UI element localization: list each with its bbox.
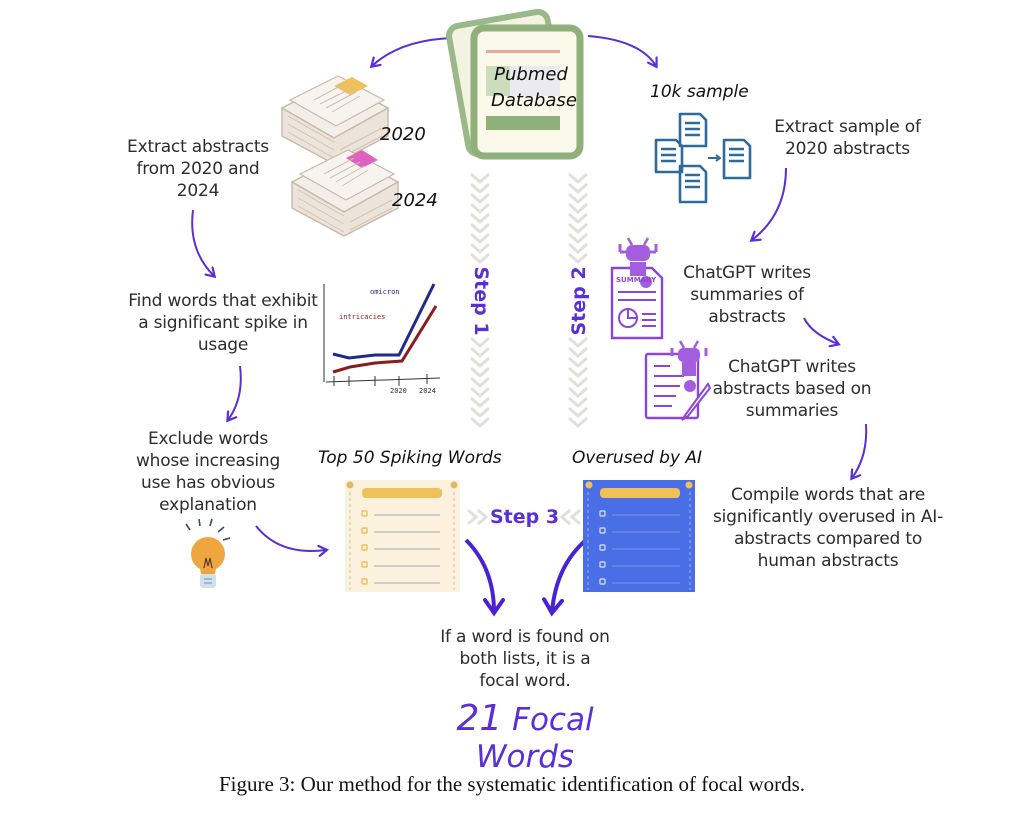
arrow-db-to-left	[372, 37, 453, 66]
arrow-left-list-to-result	[464, 538, 505, 617]
focal-words-label: Focal Words	[475, 702, 594, 775]
overused-list-title: Overused by AI	[572, 448, 703, 468]
paper-stack-2020-icon	[280, 75, 390, 165]
step3-label: Step 3	[490, 506, 560, 528]
chart-tick-label-2024: 2024	[419, 387, 436, 395]
arrow-summaries-to-rewrite	[803, 317, 838, 344]
arrow-extract-to-find	[191, 209, 214, 276]
database-label-line2: Database	[491, 90, 577, 111]
extract-abstracts-text: Extract abstracts from 2020 and 2024	[127, 137, 269, 201]
overused-ai-list-card	[583, 480, 695, 592]
chart-label-omicron: omicron	[370, 288, 400, 296]
figure-caption: Figure 3: Our method for the systematic …	[218, 772, 806, 796]
focal-words-result: 21 Focal Words	[410, 698, 640, 775]
writing-robot-icon	[644, 340, 712, 421]
database-label: Pubmed Database	[491, 62, 577, 114]
year-2020-label: 2020	[380, 124, 426, 145]
step2-label: Step 2	[568, 266, 590, 336]
exclude-words-text: Exclude words whose increasing use has o…	[135, 429, 281, 515]
arrow-compile-to-list	[542, 538, 588, 617]
arrow-db-to-right	[587, 35, 656, 66]
arrow-exclude-to-list	[255, 525, 326, 551]
year-2024-label: 2024	[392, 190, 438, 211]
top50-list-title: Top 50 Spiking Words	[318, 448, 502, 468]
step3-chevrons	[467, 508, 581, 526]
mini-line-chart	[323, 283, 441, 386]
lightbulb-icon	[185, 518, 231, 588]
chart-line-intricacies	[332, 305, 438, 374]
chatgpt-rewrite-text: ChatGPT writes abstracts based on summar…	[712, 357, 872, 421]
compile-words-text: Compile words that are significantly ove…	[712, 485, 944, 571]
arrow-rewrite-to-compile	[852, 423, 868, 478]
extract-sample-text: Extract sample of 2020 abstracts	[774, 117, 921, 159]
chart-tick-label-2020: 2020	[390, 387, 407, 395]
top50-list-card	[345, 480, 460, 592]
focal-word-count: 21	[456, 698, 503, 739]
summary-robot-icon	[610, 237, 664, 340]
paper-stack-2024-icon	[290, 149, 400, 237]
find-words-text: Find words that exhibit a significant sp…	[128, 291, 318, 355]
sample-documents-icon	[654, 112, 752, 204]
summary-icon-label: SUMMARY	[616, 276, 657, 284]
sample-title: 10k sample	[650, 82, 749, 102]
arrow-sample-to-summaries	[752, 167, 787, 240]
chart-line-omicron	[332, 283, 436, 360]
chatgpt-summaries-text: ChatGPT writes summaries of abstracts	[683, 263, 811, 327]
arrow-find-to-exclude	[228, 365, 242, 420]
database-icon	[446, 8, 584, 160]
focal-rule-text: If a word is found on both lists, it is …	[440, 627, 610, 691]
step1-label: Step 1	[470, 266, 492, 336]
database-label-line1: Pubmed	[494, 64, 568, 85]
chart-label-intricacies: intricacies	[339, 313, 386, 321]
